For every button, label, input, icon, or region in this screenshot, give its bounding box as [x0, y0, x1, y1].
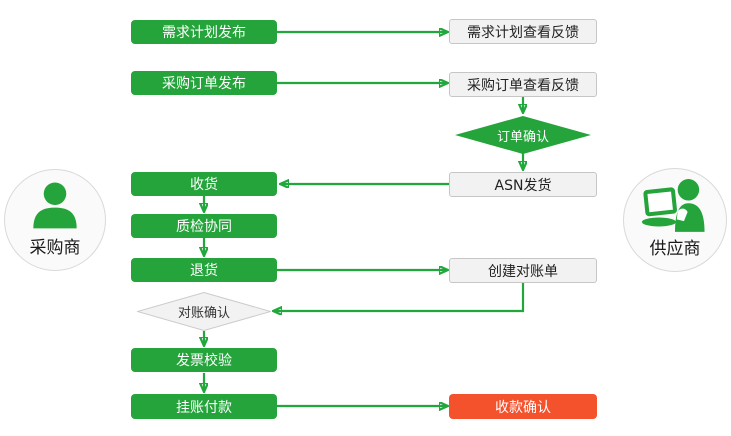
node-return-goods: 退货 [131, 258, 277, 282]
statement-confirm-diamond-shape [137, 292, 271, 331]
node-po-feedback: 采购订单查看反馈 [449, 72, 597, 97]
node-receipt-confirm: 收款确认 [449, 394, 597, 419]
node-demand-plan-feedback: 需求计划查看反馈 [449, 19, 597, 44]
arrow-statement-to-confirm [274, 283, 525, 311]
node-invoice-check: 发票校验 [131, 348, 277, 372]
node-create-statement: 创建对账单 [449, 258, 597, 283]
node-po-publish: 采购订单发布 [131, 71, 277, 95]
order-confirm-diamond-shape [455, 116, 591, 154]
buyer-actor: 采购商 [4, 169, 106, 271]
node-receive-goods: 收货 [131, 172, 277, 196]
supplier-label: 供应商 [649, 239, 701, 259]
decision-statement-confirm-label: 对账确认 [177, 306, 230, 321]
supplier-laptop-person-icon [641, 179, 705, 232]
node-asn-ship: ASN发货 [449, 172, 597, 197]
supplier-actor: 供应商 [623, 168, 727, 272]
buyer-person-icon [33, 182, 77, 229]
buyer-label: 采购商 [29, 238, 81, 258]
decision-statement-confirm: 对账确认 [137, 292, 271, 331]
decision-order-confirm: 订单确认 [455, 116, 591, 154]
node-demand-plan-publish: 需求计划发布 [131, 20, 277, 44]
node-quality-collab: 质检协同 [131, 214, 277, 238]
node-book-payment: 挂账付款 [131, 394, 277, 419]
decision-order-confirm-label: 订单确认 [496, 129, 549, 145]
